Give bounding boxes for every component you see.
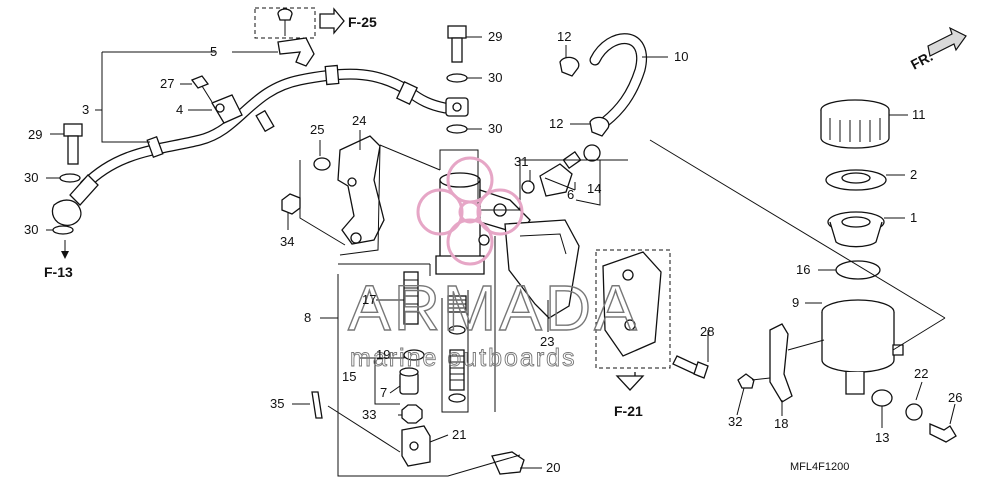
- callout-35: 35: [270, 396, 284, 411]
- small-bolt-top: [277, 8, 293, 36]
- callout-10: 10: [674, 49, 688, 64]
- arrow-right-icon: [319, 7, 345, 35]
- mounting-bolt: [672, 355, 709, 379]
- callout-33: 33: [362, 407, 376, 422]
- watermark-tagline: marine outboards: [350, 344, 577, 372]
- callout-19: 19: [376, 347, 390, 362]
- callout-6: 6: [567, 187, 574, 202]
- callout-29a: 29: [28, 127, 42, 142]
- diaphragm: [827, 211, 885, 248]
- circlip: [583, 144, 601, 162]
- ref-f21: F-21: [614, 403, 643, 419]
- callout-23: 23: [540, 334, 554, 349]
- diagram-code: MFL4F1200: [790, 461, 849, 473]
- callout-1: 1: [910, 210, 917, 225]
- master-cylinder-bracket: [337, 135, 385, 245]
- ref-f13: F-13: [44, 264, 73, 280]
- callout-32: 32: [728, 414, 742, 429]
- bolt-27: [190, 75, 213, 103]
- stay-bolt: [737, 373, 771, 389]
- callout-21: 21: [452, 427, 466, 442]
- reservoir-bolt: [929, 423, 957, 443]
- hose-clip: [589, 116, 610, 137]
- callout-27: 27: [160, 76, 174, 91]
- ref-f25: F-25: [348, 14, 377, 30]
- callout-17: 17: [362, 292, 376, 307]
- callout-24: 24: [352, 113, 366, 128]
- callout-34: 34: [280, 234, 294, 249]
- callout-29b: 29: [488, 29, 502, 44]
- callouts: 1 2 3 4 5 6 7 8 9 10 11 12 12 13 14 15 1…: [24, 29, 962, 475]
- reservoir-seal: [835, 260, 881, 280]
- callout-3: 3: [82, 102, 89, 117]
- callout-8: 8: [304, 310, 311, 325]
- callout-30b: 30: [488, 121, 502, 136]
- reservoir-stay: [769, 323, 793, 403]
- callout-18: 18: [774, 416, 788, 431]
- lock-nut: [401, 404, 423, 424]
- arrow-down-small-icon: [61, 240, 69, 259]
- callout-25: 25: [310, 122, 324, 137]
- clevis-pin: [491, 451, 525, 475]
- callout-12a: 12: [557, 29, 571, 44]
- callout-12b: 12: [549, 116, 563, 131]
- heel-plate: [602, 251, 662, 357]
- banjo-fitting: [445, 97, 469, 117]
- banjo-bolt-center: [447, 25, 467, 63]
- callout-30a: 30: [488, 70, 502, 85]
- reservoir-hose: [589, 33, 648, 128]
- hose-clamp: [211, 94, 243, 124]
- rod-joint: [399, 367, 419, 395]
- leader-lines: [46, 36, 956, 477]
- callout-30d: 30: [24, 222, 38, 237]
- callout-4: 4: [176, 102, 183, 117]
- callout-14: 14: [587, 181, 601, 196]
- reservoir-tank: [821, 299, 904, 395]
- reservoir-cap: [820, 99, 890, 149]
- dashed-frame: [595, 249, 671, 369]
- callout-2: 2: [910, 167, 917, 182]
- cotter-pin: [311, 391, 323, 419]
- master-cylinder-guard: [504, 219, 580, 319]
- sealing-washer: [59, 173, 81, 183]
- flange-nut: [281, 193, 301, 215]
- hose-clip: [559, 56, 580, 77]
- piston-spring: [447, 295, 467, 403]
- callout-11: 11: [912, 107, 926, 122]
- dashed-frame: [254, 7, 316, 39]
- o-ring: [521, 180, 535, 194]
- diaphragm-plate: [825, 169, 887, 191]
- watermark: ARMADA marine outboards: [347, 156, 640, 372]
- hose-joint: [539, 150, 582, 197]
- callout-20: 20: [546, 460, 560, 475]
- arrow-down-icon: [615, 372, 645, 391]
- watermark-brand: ARMADA: [348, 272, 640, 344]
- callout-7: 7: [380, 385, 387, 400]
- callout-9: 9: [792, 295, 799, 310]
- clevis: [401, 425, 431, 467]
- sealing-washer: [52, 225, 74, 235]
- callout-13: 13: [875, 430, 889, 445]
- callout-16: 16: [796, 262, 810, 277]
- callout-22: 22: [914, 366, 928, 381]
- sealing-washer: [446, 73, 468, 83]
- brake-hose: [51, 64, 451, 226]
- callout-5: 5: [210, 44, 217, 59]
- push-rod: [403, 271, 419, 325]
- callout-28: 28: [700, 324, 714, 339]
- collar: [905, 403, 923, 421]
- forward-arrow-icon: [927, 26, 967, 57]
- banjo-bolt-left: [63, 123, 83, 165]
- watermark-logo: [416, 156, 524, 266]
- callout-31: 31: [514, 154, 528, 169]
- callout-26: 26: [948, 390, 962, 405]
- callout-30c: 30: [24, 170, 38, 185]
- grommet: [871, 389, 893, 407]
- sealing-washer: [446, 124, 468, 134]
- hose-stay: [277, 37, 315, 67]
- callout-15: 15: [342, 369, 356, 384]
- collar: [313, 157, 331, 171]
